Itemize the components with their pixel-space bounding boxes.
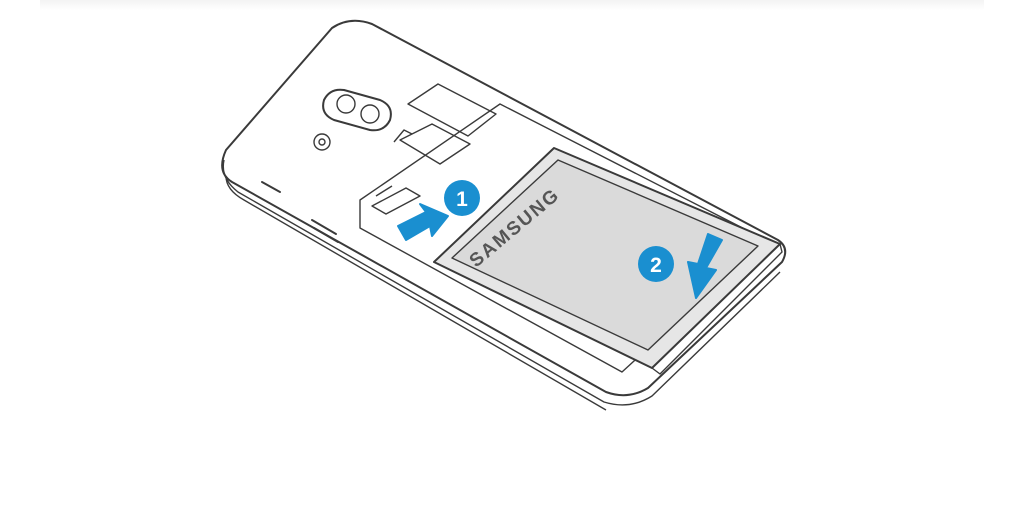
phone-body [221, 19, 787, 411]
camera-module [313, 88, 392, 151]
card-slots [371, 83, 497, 215]
step-2-number: 2 [650, 254, 662, 277]
step-1: 1 [397, 180, 480, 241]
arrow-right-icon [397, 203, 449, 241]
top-shadow-strip [40, 0, 984, 10]
step-2: 2 [638, 233, 723, 299]
arrow-down-icon [687, 233, 723, 299]
step-1-badge [444, 180, 480, 216]
step-1-number: 1 [456, 188, 468, 211]
step-2-badge [638, 246, 674, 282]
